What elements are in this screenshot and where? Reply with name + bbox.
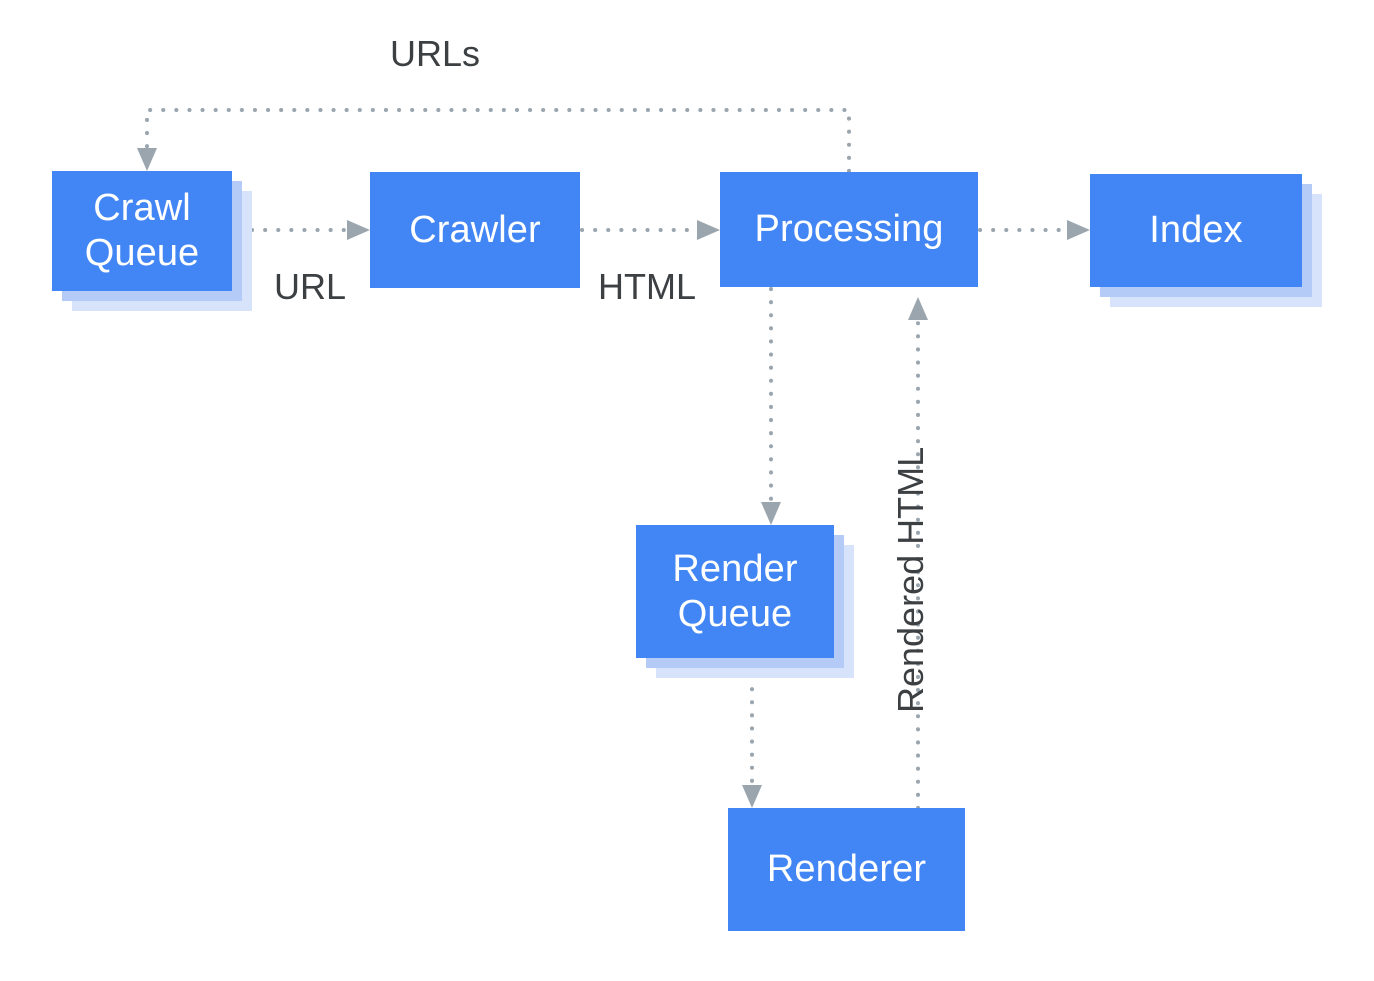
render-queue-face: Render Queue xyxy=(636,525,834,658)
processing-face: Processing xyxy=(720,172,978,287)
arrowhead-html xyxy=(697,220,720,240)
edge-label-html: HTML xyxy=(598,266,696,307)
processing-label: Processing xyxy=(754,208,944,251)
crawler-label: Crawler xyxy=(409,208,541,251)
node-processing[interactable]: Processing xyxy=(720,172,978,287)
node-renderer[interactable]: Renderer xyxy=(728,808,965,931)
edge-label-rendered-html: Rendered HTML xyxy=(890,446,931,713)
edge-label-urls: URLs xyxy=(390,33,481,74)
crawl-queue-face: Crawl Queue xyxy=(52,171,232,291)
arrowhead-urls xyxy=(137,148,157,171)
crawl-queue-label: Crawl Queue xyxy=(84,187,200,274)
render-queue-label: Render Queue xyxy=(672,547,798,635)
node-crawler[interactable]: Crawler xyxy=(370,172,580,288)
index-face: Index xyxy=(1090,174,1302,287)
edge-label-url: URL xyxy=(274,266,347,307)
edge-to-renderer xyxy=(742,674,762,808)
edge-url xyxy=(250,220,370,240)
edge-urls xyxy=(137,108,851,173)
node-render-queue[interactable]: Render Queue xyxy=(636,525,854,678)
crawler-face: Crawler xyxy=(370,172,580,288)
edge-to-render-queue xyxy=(761,287,781,525)
arrowhead-url xyxy=(347,220,370,240)
arrowhead-to-renderer xyxy=(742,785,762,808)
edge-to-index xyxy=(978,220,1090,240)
arrowhead-to-index xyxy=(1067,220,1090,240)
renderer-label: Renderer xyxy=(766,848,927,891)
renderer-face: Renderer xyxy=(728,808,965,931)
node-crawl-queue[interactable]: Crawl Queue xyxy=(52,171,252,311)
arrowhead-rendered-html xyxy=(908,297,928,320)
index-label: Index xyxy=(1149,209,1243,252)
node-index[interactable]: Index xyxy=(1090,174,1322,307)
edge-html xyxy=(580,220,720,240)
arrowhead-to-render-queue xyxy=(761,502,781,525)
